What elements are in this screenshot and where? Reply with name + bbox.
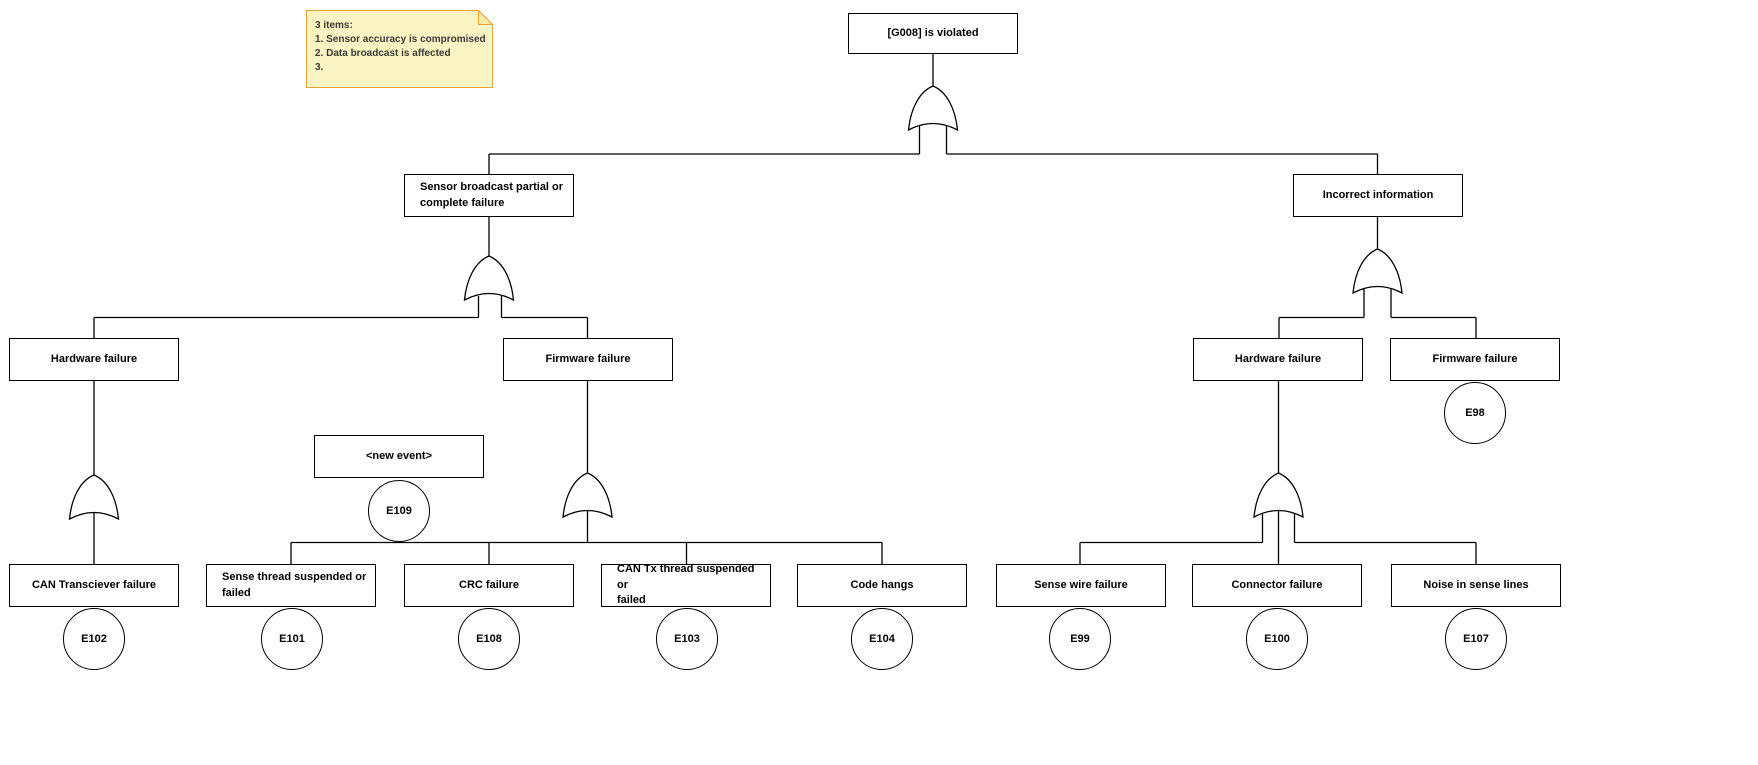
event-box-firmware-failure-left[interactable]: Firmware failure xyxy=(503,338,673,381)
sticky-note-line-1: 1. Sensor accuracy is compromised xyxy=(315,34,486,45)
event-box-sense-thread-label: Sense thread suspended or failed xyxy=(222,570,367,599)
event-box-sensor-broadcast-label: Sensor broadcast partial or complete fai… xyxy=(420,180,564,209)
event-box-firmware-failure-right-label: Firmware failure xyxy=(1432,352,1518,365)
event-circle-e99[interactable]: E99 xyxy=(1049,608,1111,670)
sticky-note-line-2: 2. Data broadcast is affected xyxy=(315,48,451,59)
event-circle-e98[interactable]: E98 xyxy=(1444,382,1506,444)
event-box-connector-failure[interactable]: Connector failure xyxy=(1192,564,1362,607)
sticky-note-text: 3 items: 1. Sensor accuracy is compromis… xyxy=(315,19,487,75)
event-box-hardware-failure-left-label: Hardware failure xyxy=(50,352,138,365)
event-box-hardware-failure-right[interactable]: Hardware failure xyxy=(1193,338,1363,381)
event-box-new-event[interactable]: <new event> xyxy=(314,435,484,478)
event-box-sense-wire-label: Sense wire failure xyxy=(1034,578,1128,591)
event-circle-e99-label: E99 xyxy=(1070,633,1090,645)
event-box-sensor-broadcast[interactable]: Sensor broadcast partial or complete fai… xyxy=(404,174,574,217)
event-box-crc-failure-label: CRC failure xyxy=(459,578,519,591)
or-gate-firmware-left[interactable] xyxy=(562,472,613,519)
sticky-note-line-3: 3. xyxy=(315,62,324,73)
event-circle-e104[interactable]: E104 xyxy=(851,608,913,670)
event-box-crc-failure[interactable]: CRC failure xyxy=(404,564,574,607)
or-gate-hardware-right[interactable] xyxy=(1253,472,1304,519)
event-box-can-tx-thread[interactable]: CAN Tx thread suspended or failed xyxy=(601,562,771,607)
event-circle-e100-label: E100 xyxy=(1264,633,1290,645)
event-box-root-label: [G008] is violated xyxy=(887,26,979,39)
event-circle-e103[interactable]: E103 xyxy=(656,608,718,670)
event-circle-e108-label: E108 xyxy=(476,633,502,645)
event-box-noise-sense-lines-label: Noise in sense lines xyxy=(1423,578,1529,591)
or-gate-incorrect[interactable] xyxy=(1352,248,1403,295)
event-box-can-transciever[interactable]: CAN Transciever failure xyxy=(9,564,179,607)
event-box-hardware-failure-right-label: Hardware failure xyxy=(1234,352,1322,365)
or-gate-top[interactable] xyxy=(907,85,959,132)
event-circle-e100[interactable]: E100 xyxy=(1246,608,1308,670)
event-circle-e104-label: E104 xyxy=(869,633,895,645)
event-box-code-hangs-label: Code hangs xyxy=(850,578,914,591)
event-box-hardware-failure-left[interactable]: Hardware failure xyxy=(9,338,179,381)
event-circle-e107-label: E107 xyxy=(1463,633,1489,645)
event-box-connector-failure-label: Connector failure xyxy=(1231,578,1323,591)
event-circle-e103-label: E103 xyxy=(674,633,700,645)
event-box-can-transciever-label: CAN Transciever failure xyxy=(31,578,157,591)
event-box-sense-thread[interactable]: Sense thread suspended or failed xyxy=(206,564,376,607)
or-gate-sensor[interactable] xyxy=(463,255,515,302)
event-box-code-hangs[interactable]: Code hangs xyxy=(797,564,967,607)
event-circle-e109[interactable]: E109 xyxy=(368,480,430,542)
event-circle-e108[interactable]: E108 xyxy=(458,608,520,670)
sticky-note-title: 3 items: xyxy=(315,20,353,31)
sticky-note-shape xyxy=(306,10,493,88)
sticky-note[interactable]: 3 items: 1. Sensor accuracy is compromis… xyxy=(306,10,493,88)
event-box-firmware-failure-right[interactable]: Firmware failure xyxy=(1390,338,1560,381)
connector-lines xyxy=(93,54,1477,564)
event-circle-e101[interactable]: E101 xyxy=(261,608,323,670)
event-box-sense-wire[interactable]: Sense wire failure xyxy=(996,564,1166,607)
event-circle-e102[interactable]: E102 xyxy=(63,608,125,670)
event-circle-e107[interactable]: E107 xyxy=(1445,608,1507,670)
event-circle-e101-label: E101 xyxy=(279,633,305,645)
event-circle-e98-label: E98 xyxy=(1465,407,1485,419)
event-box-can-tx-thread-label: CAN Tx thread suspended or failed xyxy=(617,562,755,607)
event-box-incorrect-information-label: Incorrect information xyxy=(1322,188,1434,201)
event-box-incorrect-information[interactable]: Incorrect information xyxy=(1293,174,1463,217)
event-circle-e109-label: E109 xyxy=(386,505,412,517)
sticky-note-fold-corner xyxy=(478,10,493,25)
event-box-firmware-failure-left-label: Firmware failure xyxy=(545,352,631,365)
event-box-new-event-label: <new event> xyxy=(365,449,433,462)
event-box-noise-sense-lines[interactable]: Noise in sense lines xyxy=(1391,564,1561,607)
or-gate-hardware-left[interactable] xyxy=(68,474,120,521)
event-box-root[interactable]: [G008] is violated xyxy=(848,13,1018,54)
event-circle-e102-label: E102 xyxy=(81,633,107,645)
